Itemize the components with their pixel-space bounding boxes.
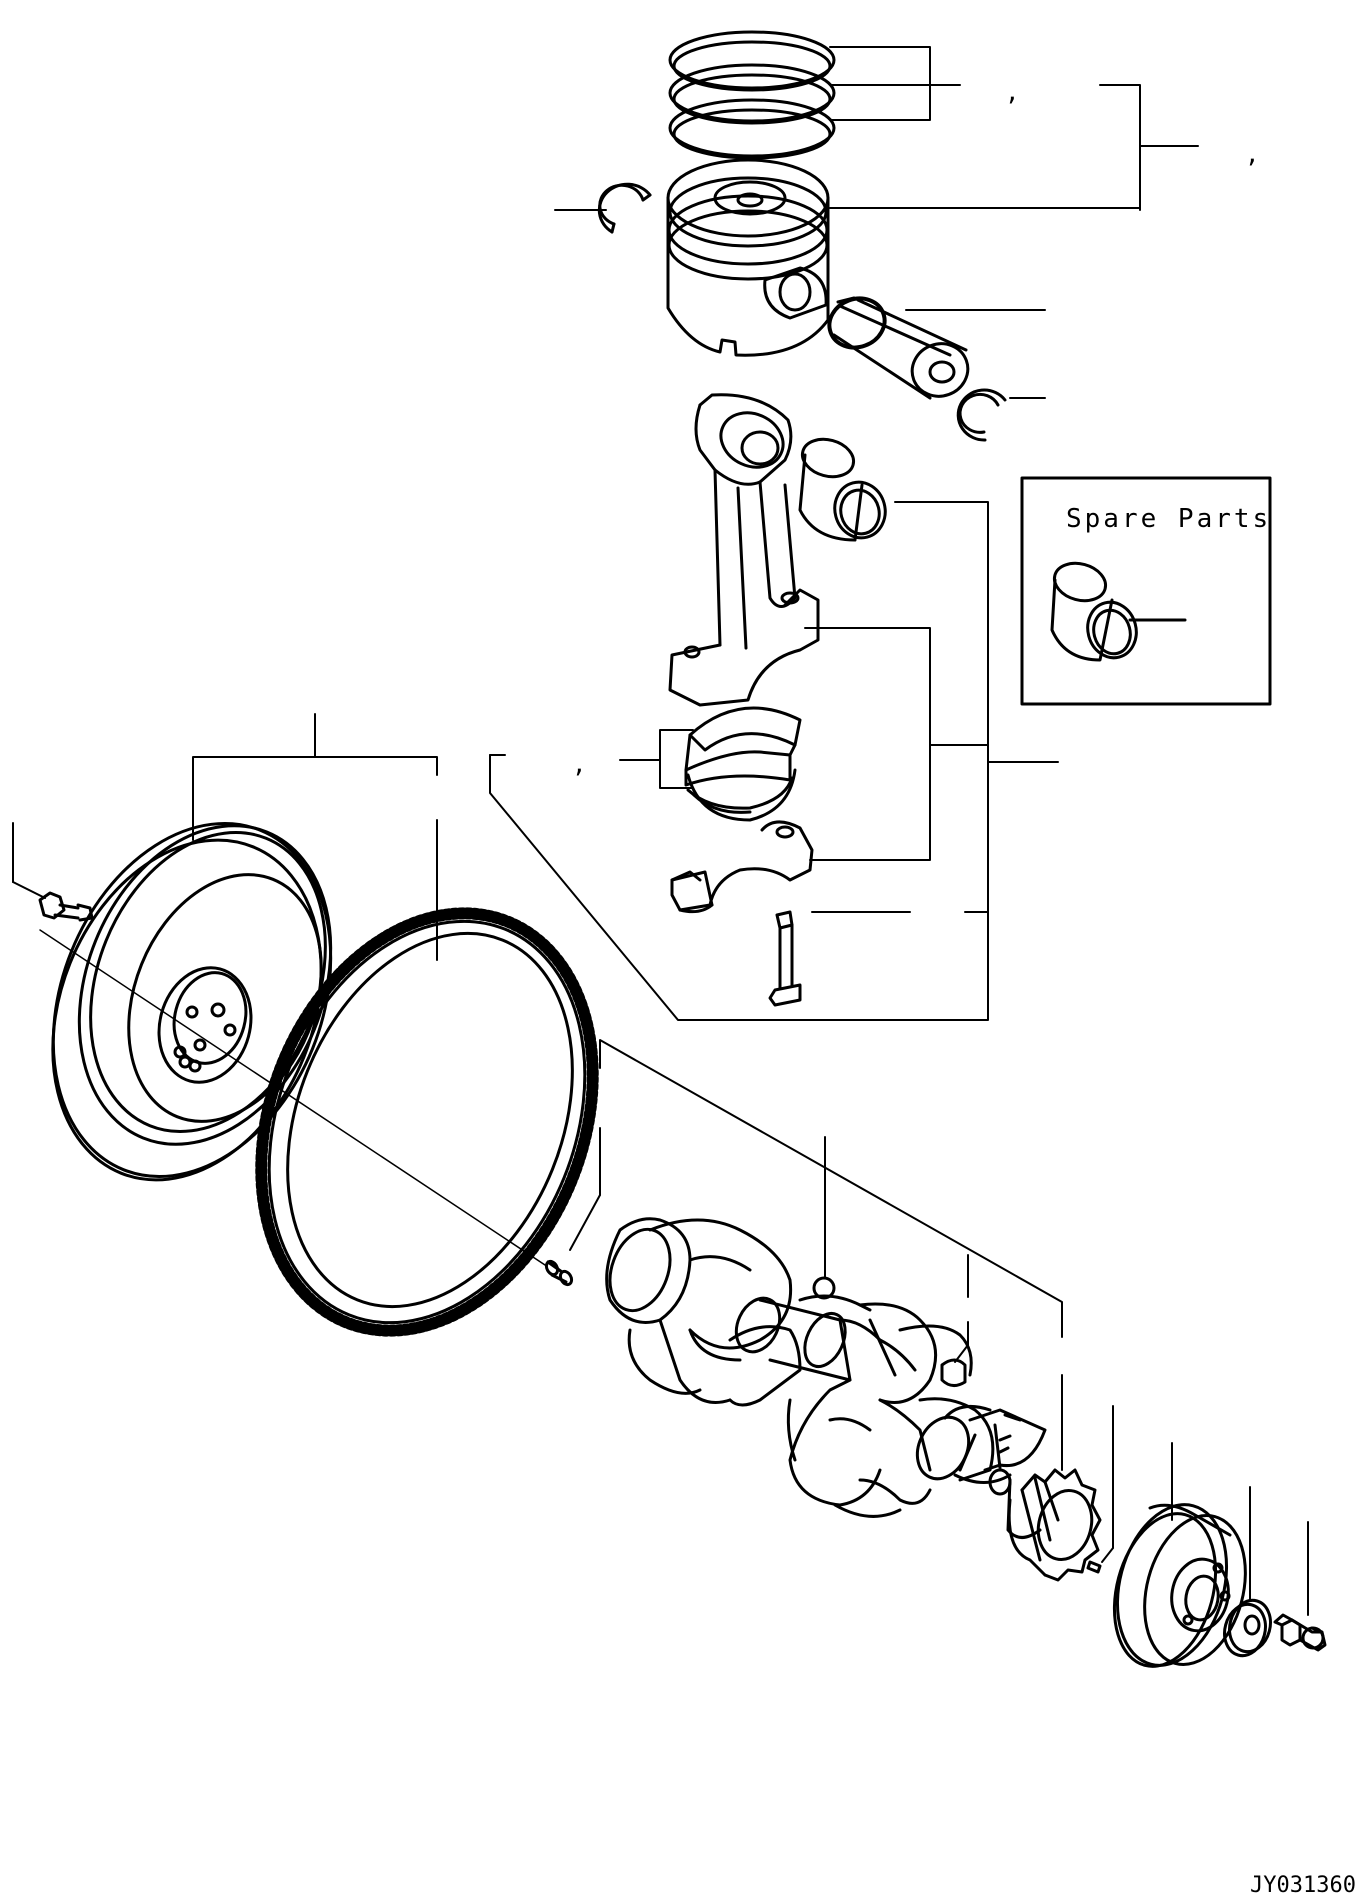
key: [940, 1358, 967, 1387]
flywheel: [51, 821, 333, 1182]
piston-rings: [668, 30, 836, 160]
axis-line: [39, 929, 546, 1266]
spare-parts-label: Spare Parts: [1066, 504, 1271, 534]
snap-ring-left: [597, 182, 652, 234]
crank-pulley: [1112, 1503, 1247, 1668]
small-end-bushing: [798, 437, 887, 542]
spare-bushing: [1050, 561, 1138, 662]
flywheel-bolt: [38, 891, 94, 922]
piston: [666, 158, 830, 357]
ring-gear: [255, 907, 599, 1337]
comma-mark: ,: [572, 750, 586, 778]
pulley-bolt: [1273, 1613, 1327, 1652]
rod-bolt: [768, 910, 802, 1007]
dowel-pin: [544, 1259, 574, 1287]
bearing-lower: [686, 768, 797, 822]
small-pin: [1086, 1560, 1102, 1574]
spare-parts-box: [1020, 476, 1272, 706]
crank-gear: [1007, 1468, 1102, 1582]
comma-mark: ,: [1005, 78, 1019, 106]
bearing-upper: [684, 706, 802, 787]
snap-ring-right: [956, 388, 1007, 442]
leader-lines: [12, 46, 1309, 1616]
crankshaft: [605, 1217, 1047, 1539]
drawing-code: JY031360: [1250, 1873, 1356, 1898]
connecting-rod: [668, 393, 820, 707]
rod-cap: [670, 820, 814, 914]
piston-pin: [827, 296, 970, 400]
washer: [1223, 1598, 1272, 1658]
comma-mark: ,: [1245, 140, 1259, 168]
